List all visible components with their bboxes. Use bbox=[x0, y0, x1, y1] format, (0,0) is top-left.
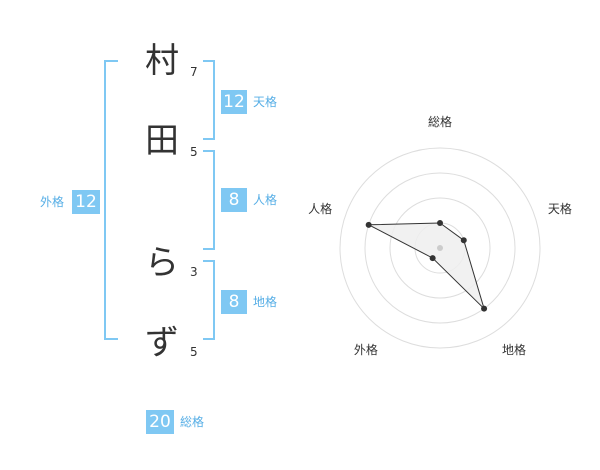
chikaku-value: 8 bbox=[221, 290, 247, 314]
chikaku-bracket bbox=[203, 260, 215, 340]
tenkaku-label: 天格 bbox=[253, 95, 278, 109]
radar-axis-label-2: 天格 bbox=[548, 201, 572, 216]
name-char-3: ら bbox=[145, 243, 179, 283]
chikaku-label: 地格 bbox=[253, 295, 278, 309]
radar-axis-label-3: 地格 bbox=[502, 342, 526, 357]
radar-point-3 bbox=[481, 305, 488, 312]
radar-axis-label-5: 人格 bbox=[308, 201, 332, 216]
name-char-4: ず bbox=[145, 323, 179, 363]
soukaku-label: 総格 bbox=[180, 415, 205, 429]
radar-axis-label-4: 外格 bbox=[354, 342, 378, 357]
tenkaku-value: 12 bbox=[221, 90, 247, 114]
gaikaku-value: 12 bbox=[72, 190, 100, 214]
jinkaku-value: 8 bbox=[221, 188, 247, 212]
gaikaku-bracket bbox=[104, 60, 118, 340]
gaikaku-label: 外格 bbox=[40, 195, 65, 209]
radar-point-1 bbox=[437, 220, 443, 226]
jinkaku-bracket bbox=[203, 150, 215, 250]
name-char-1: 村 bbox=[145, 41, 179, 81]
stroke-count-3: 3 bbox=[190, 265, 198, 279]
radar-axis-label-1: 総格 bbox=[428, 114, 452, 129]
radar-point-4 bbox=[429, 255, 436, 262]
name-char-2: 田 bbox=[145, 121, 179, 161]
radar-ring-4 bbox=[339, 147, 541, 349]
stroke-count-4: 5 bbox=[190, 345, 198, 359]
radar-point-2 bbox=[460, 237, 467, 244]
stroke-count-2: 5 bbox=[190, 145, 198, 159]
tenkaku-bracket bbox=[203, 60, 215, 140]
soukaku-value: 20 bbox=[146, 410, 174, 434]
stroke-count-1: 7 bbox=[190, 65, 198, 79]
radar-point-5 bbox=[365, 221, 372, 228]
radar-ring-3 bbox=[364, 172, 516, 324]
jinkaku-label: 人格 bbox=[253, 193, 278, 207]
radar-ring-2 bbox=[389, 197, 491, 299]
radar-center-dot bbox=[437, 245, 443, 251]
radar-area bbox=[368, 222, 485, 310]
